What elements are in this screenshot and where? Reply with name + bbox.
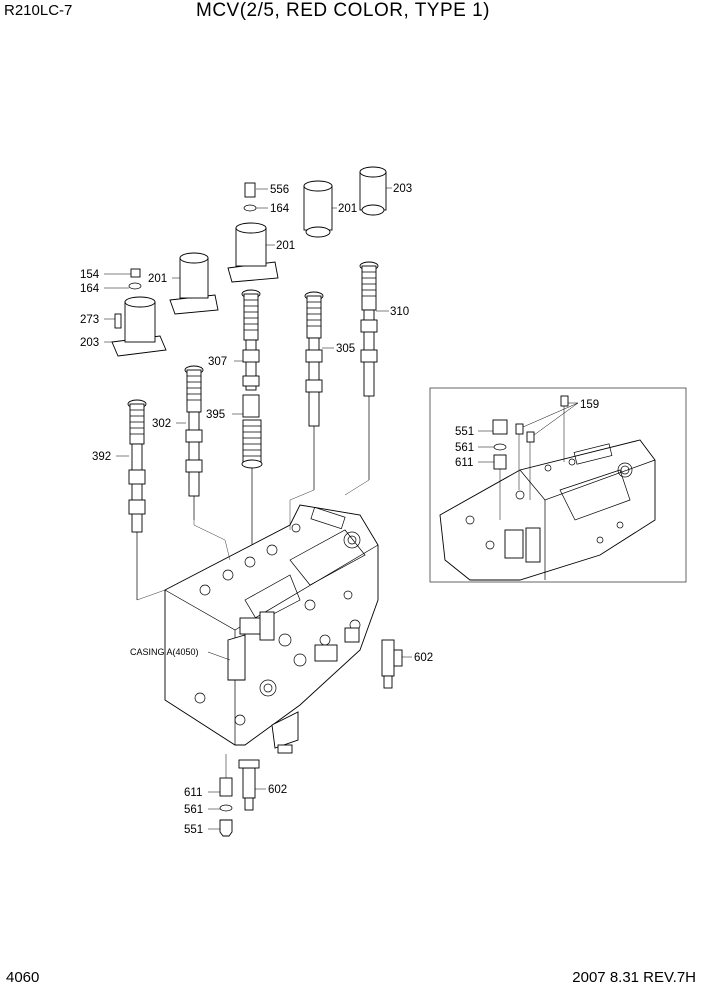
callout-392: 392: [92, 451, 111, 463]
relief-valve-602-right: [381, 639, 412, 689]
callout-203-top: 203: [393, 183, 412, 195]
fastener-556: [243, 182, 257, 212]
callout-307: 307: [208, 356, 227, 368]
page-number: 4060: [6, 969, 40, 986]
assembly-lines: [136, 396, 370, 601]
spool-307: [241, 289, 261, 391]
main-valve-body: [164, 504, 379, 754]
callout-164-left: 164: [80, 283, 100, 295]
fastener-154-164: [128, 268, 142, 290]
callout-561-inset: 561: [455, 442, 474, 454]
cover-203-top: [359, 166, 387, 216]
callout-164-top: 164: [270, 203, 290, 215]
leader-lines: [104, 187, 494, 830]
callout-551-inset: 551: [455, 426, 474, 438]
callout-201-top: 201: [338, 203, 357, 215]
callout-602-bottom: 602: [268, 784, 287, 796]
callout-201-middle: 201: [276, 240, 295, 252]
callout-602-right: 602: [414, 652, 433, 664]
relief-valve-602-bottom: [238, 759, 260, 811]
callout-611-inset: 611: [455, 457, 473, 469]
callout-203-left: 203: [80, 337, 99, 349]
spool-302: [184, 365, 204, 520]
callout-201-left: 201: [148, 273, 167, 285]
callout-395: 395: [206, 409, 225, 421]
model-code: R210LC-7: [4, 2, 73, 19]
inset-part-159: [515, 395, 579, 500]
callout-556: 556: [270, 184, 289, 196]
cover-201-middle: [227, 222, 279, 283]
spool-310: [359, 261, 379, 480]
callout-302: 302: [152, 418, 171, 430]
callout-310: 310: [390, 306, 409, 318]
revision-date: 2007 8.31 REV.7H: [572, 969, 696, 986]
cover-201-top: [303, 180, 333, 238]
callout-611-bottom: 611: [184, 787, 202, 799]
callout-551-bottom: 551: [184, 824, 203, 836]
spool-392: [127, 399, 147, 600]
inset-plug-stack: [492, 419, 508, 520]
casing-label: CASING A(4050): [130, 647, 199, 657]
detail-inset-frame: [429, 387, 687, 583]
inset-valve-body: [439, 439, 656, 581]
bottom-part-stack: [219, 754, 233, 837]
cover-201-left: [169, 252, 219, 315]
bolt-273: [114, 313, 122, 329]
cover-203-left: [111, 296, 167, 357]
callout-159: 159: [580, 399, 599, 411]
callout-273: 273: [80, 314, 99, 326]
callout-154: 154: [80, 269, 100, 281]
spool-305: [304, 291, 324, 490]
callout-561-bottom: 561: [184, 804, 203, 816]
callout-305: 305: [336, 343, 355, 355]
page-title: MCV(2/5, RED COLOR, TYPE 1): [196, 0, 490, 21]
